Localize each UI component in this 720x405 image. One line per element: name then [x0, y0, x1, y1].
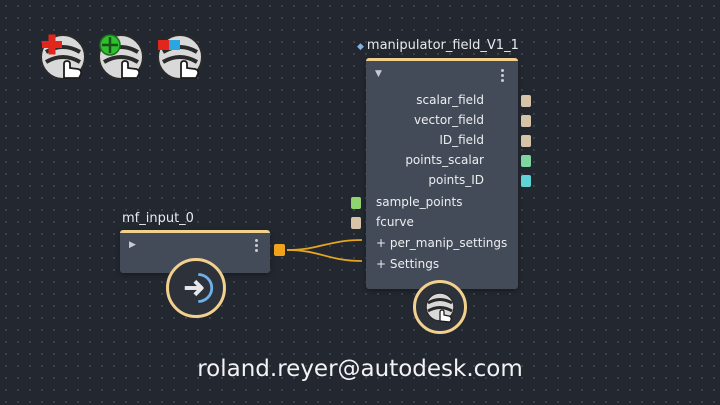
node-menu-icon[interactable] [501, 69, 504, 84]
manipulator-badge-icon [425, 292, 455, 323]
output-scalar-field-label: scalar_field [416, 93, 484, 107]
output-vector-field-label: vector_field [414, 113, 484, 127]
paint-manipulator-icon[interactable] [155, 32, 205, 82]
input-fcurve-port[interactable] [351, 217, 361, 229]
input-node-badge [166, 258, 226, 318]
main-node-badge [413, 280, 467, 334]
input-per-manip-settings-group[interactable]: + per_manip_settings [376, 236, 508, 250]
output-vector-field-port[interactable] [521, 115, 531, 127]
author-email: roland.reyer@autodesk.com [197, 356, 523, 382]
output-points-scalar-port[interactable] [521, 155, 531, 167]
output-points-scalar-label: points_scalar [405, 153, 484, 167]
move-manipulator-icon[interactable] [96, 32, 146, 82]
input-arrow-icon [184, 273, 214, 303]
output-points-id-label: points_ID [428, 173, 484, 187]
input-sample-points-port[interactable] [351, 197, 361, 209]
input-settings-group[interactable]: + Settings [376, 257, 440, 271]
expand-toggle-icon[interactable]: ▶ [129, 240, 136, 250]
manipulator-field-node[interactable]: ▼ scalar_field vector_field ID_field poi… [351, 58, 531, 289]
node-diamond-icon: ◆ [357, 42, 364, 52]
input-node-menu-icon[interactable] [255, 239, 258, 254]
main-node-title-text: manipulator_field_V1_1 [366, 38, 519, 53]
input-fcurve-label: fcurve [376, 215, 414, 229]
wire-to-per-manip-settings [286, 239, 363, 251]
output-id-field-port[interactable] [521, 135, 531, 147]
main-node-title: ◆manipulator_field_V1_1 [357, 38, 519, 53]
output-points-id-port[interactable] [521, 175, 531, 187]
input-sample-points-label: sample_points [376, 195, 463, 209]
collapse-toggle-icon[interactable]: ▼ [375, 69, 382, 79]
add-manipulator-icon[interactable] [38, 32, 88, 82]
output-id-field-label: ID_field [439, 133, 484, 147]
input-node-output-port[interactable] [274, 244, 285, 256]
input-node-title: mf_input_0 [122, 211, 194, 226]
output-scalar-field-port[interactable] [521, 95, 531, 107]
wire-to-settings [286, 249, 363, 262]
